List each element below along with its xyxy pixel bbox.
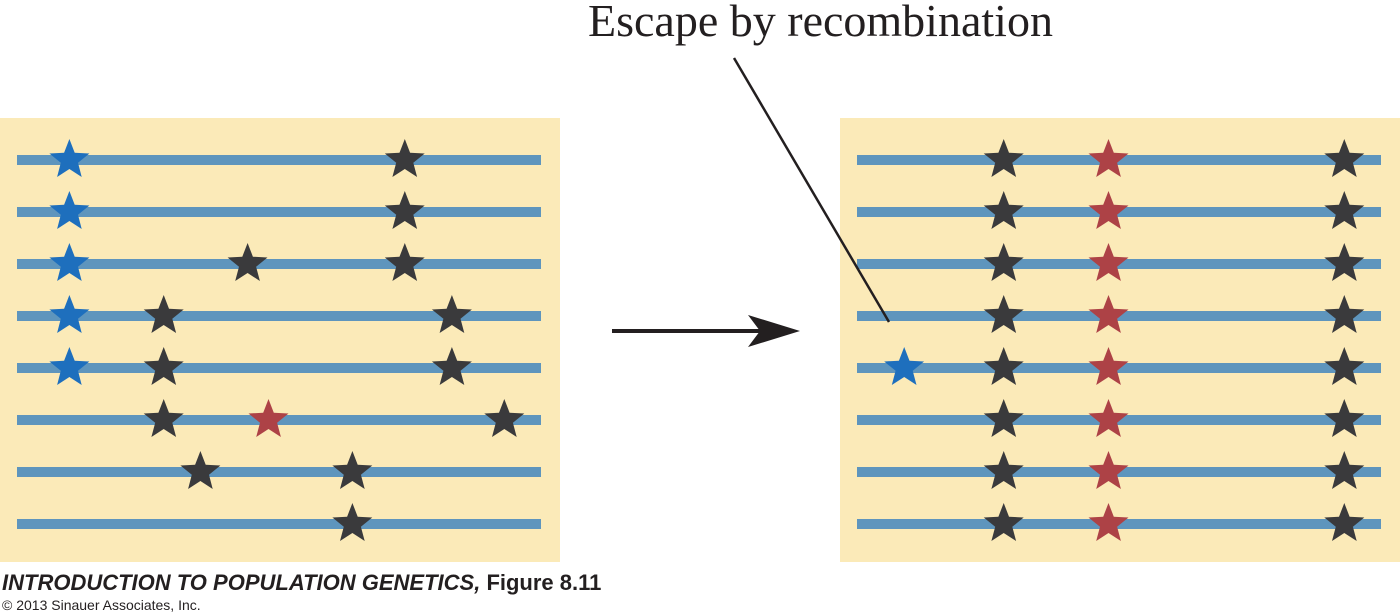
red-star-icon: [248, 399, 289, 437]
dark-star-icon: [983, 243, 1024, 281]
dark-star-icon: [1324, 243, 1365, 281]
dark-star-icon: [384, 243, 425, 281]
annotation-label: Escape by recombination: [588, 0, 1053, 46]
figure-number: Figure 8.11: [486, 570, 602, 595]
chromosome-line: [17, 207, 541, 217]
dark-star-icon: [431, 347, 472, 385]
dark-star-icon: [1324, 503, 1365, 541]
dark-star-icon: [983, 347, 1024, 385]
blue-star-icon: [49, 347, 90, 385]
chromosome-line: [17, 363, 541, 373]
chromosome-line: [17, 155, 541, 165]
red-star-icon: [1088, 191, 1129, 229]
red-star-icon: [1088, 451, 1129, 489]
dark-star-icon: [1324, 399, 1365, 437]
blue-star-icon: [49, 139, 90, 177]
chromosome-line: [17, 467, 541, 477]
red-star-icon: [1088, 347, 1129, 385]
blue-star-icon: [884, 347, 925, 385]
dark-star-icon: [983, 503, 1024, 541]
right-arrow-icon: [612, 315, 800, 347]
dark-star-icon: [1324, 139, 1365, 177]
dark-star-icon: [983, 295, 1024, 333]
panel-before-sweep: [0, 118, 560, 562]
dark-star-icon: [1324, 451, 1365, 489]
red-star-icon: [1088, 399, 1129, 437]
panel-after-sweep: [840, 118, 1400, 562]
dark-star-icon: [227, 243, 268, 281]
dark-star-icon: [1324, 295, 1365, 333]
panel-background: [840, 118, 1400, 562]
blue-star-icon: [49, 243, 90, 281]
blue-star-icon: [49, 191, 90, 229]
chromosome-line: [17, 519, 541, 529]
chromosome-line: [17, 311, 541, 321]
red-star-icon: [1088, 295, 1129, 333]
dark-star-icon: [180, 451, 221, 489]
panel-background: [0, 118, 560, 562]
dark-star-icon: [431, 295, 472, 333]
book-title: INTRODUCTION TO POPULATION GENETICS,: [2, 570, 481, 595]
dark-star-icon: [384, 139, 425, 177]
dark-star-icon: [1324, 347, 1365, 385]
dark-star-icon: [332, 451, 373, 489]
dark-star-icon: [1324, 191, 1365, 229]
dark-star-icon: [143, 399, 184, 437]
red-star-icon: [1088, 243, 1129, 281]
dark-star-icon: [143, 347, 184, 385]
blue-star-icon: [49, 295, 90, 333]
chromosome-line: [17, 259, 541, 269]
red-star-icon: [1088, 503, 1129, 541]
dark-star-icon: [983, 191, 1024, 229]
dark-star-icon: [983, 399, 1024, 437]
dark-star-icon: [983, 139, 1024, 177]
figure-caption: INTRODUCTION TO POPULATION GENETICS, Fig…: [2, 570, 601, 596]
annotation-pointer-line: [732, 57, 891, 323]
red-star-icon: [1088, 139, 1129, 177]
copyright-notice: © 2013 Sinauer Associates, Inc.: [2, 597, 201, 613]
dark-star-icon: [143, 295, 184, 333]
dark-star-icon: [332, 503, 373, 541]
dark-star-icon: [384, 191, 425, 229]
dark-star-icon: [484, 399, 525, 437]
dark-star-icon: [983, 451, 1024, 489]
